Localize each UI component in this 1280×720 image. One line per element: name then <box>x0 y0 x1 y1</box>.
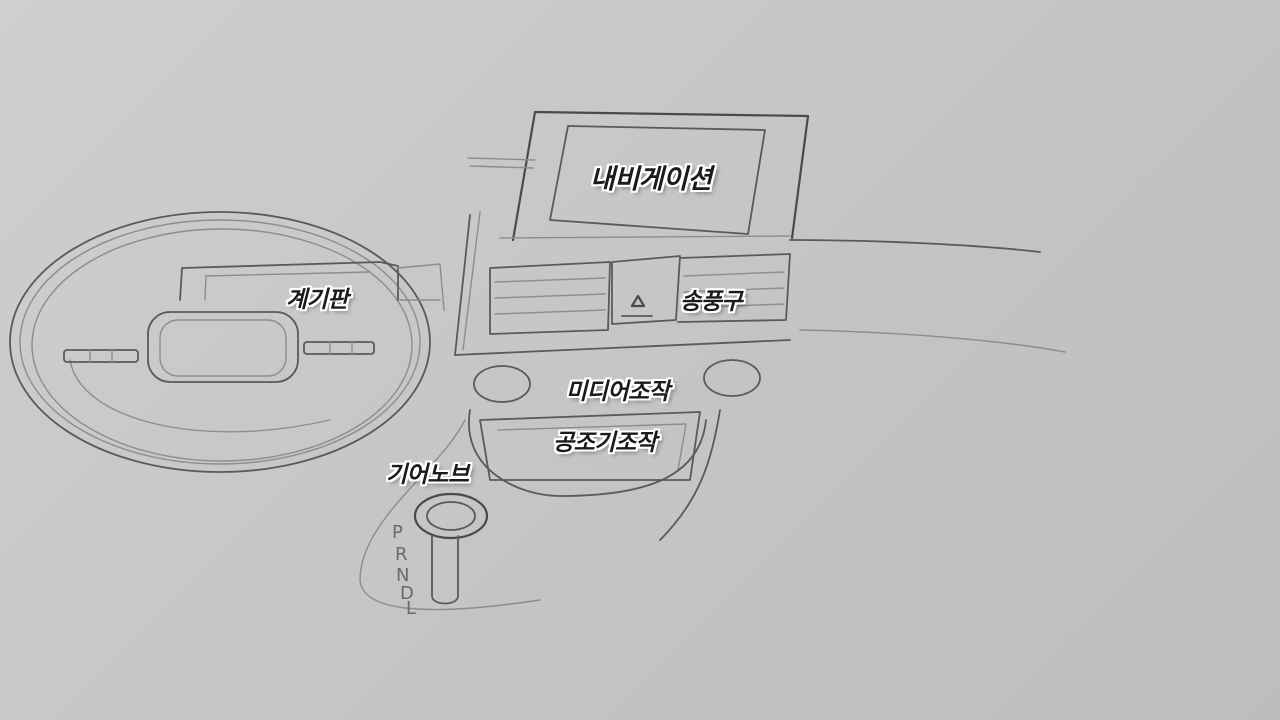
right-knob <box>703 359 761 397</box>
right-spoke <box>303 341 375 355</box>
climate-panel-sketch <box>467 409 721 541</box>
wheel-hub <box>147 311 299 383</box>
gear-shifter-sketch: P R N D L <box>359 419 541 619</box>
left-knob <box>473 365 531 403</box>
gear-knob-top <box>413 492 489 540</box>
air-vent-sketch <box>489 253 791 335</box>
left-spoke <box>63 349 139 363</box>
instrument-cluster-sketch <box>179 261 445 311</box>
navigation-screen-sketch <box>467 110 810 242</box>
gear-letter: P <box>392 522 403 543</box>
label-air-vent: 송풍구 <box>680 289 742 315</box>
label-cluster: 계기판 <box>286 287 348 313</box>
steering-wheel <box>9 211 431 473</box>
gear-letter: N <box>396 565 409 586</box>
label-media-control: 미디어조작 <box>566 379 670 405</box>
gear-letter: R <box>395 544 408 565</box>
gear-letter: D <box>400 583 414 604</box>
media-controls-sketch <box>473 359 761 403</box>
hazard-icon <box>630 294 646 308</box>
label-navigation: 내비게이션 <box>590 164 712 195</box>
label-gear-knob: 기어노브 <box>386 462 469 488</box>
label-climate-control: 공조기조작 <box>553 430 657 456</box>
center-console-sketch <box>454 211 1066 356</box>
gear-letter: L <box>406 598 416 619</box>
